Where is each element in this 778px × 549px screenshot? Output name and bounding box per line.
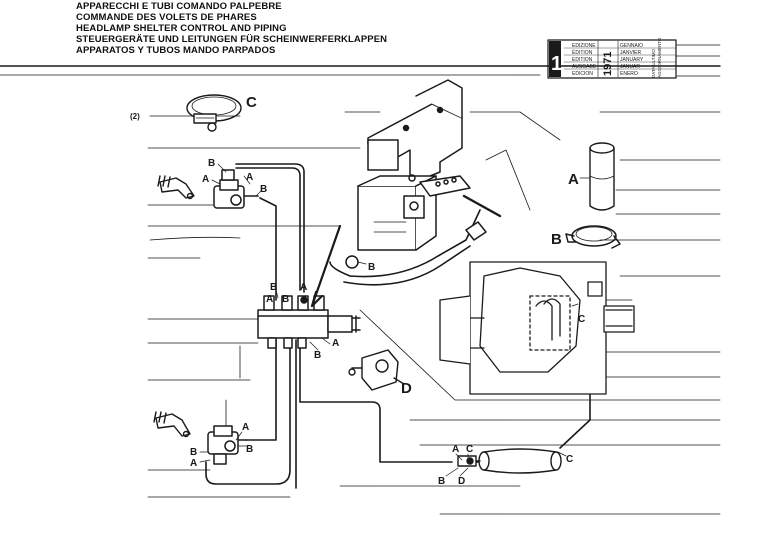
title-spanish: APPARATOS Y TUBOS MANDO PARPADOS <box>76 45 276 56</box>
body-structure-lines <box>147 111 721 515</box>
callout-res-b: B <box>438 476 445 487</box>
edition-number: 1 <box>551 53 562 75</box>
edition-text: 1 EDIZIONE ÉDITION EDITION AUSGABE EDICI… <box>551 37 662 78</box>
top-lever <box>157 175 195 200</box>
vacuum-control-unit <box>345 79 502 269</box>
svg-text:JANUAR: JANUAR <box>620 64 640 70</box>
callout-bottom-b: B <box>190 447 197 458</box>
svg-text:AUSGABE: AUSGABE <box>572 64 597 70</box>
callout-valve-b3: B <box>314 350 321 361</box>
svg-text:JANUARY: JANUARY <box>620 57 644 63</box>
callout-top-b: B <box>208 158 215 169</box>
svg-text:ENERO: ENERO <box>620 71 638 77</box>
detail-d-valve <box>348 349 405 391</box>
valve-pointer-arrow <box>310 224 342 308</box>
callout-valve-b: B <box>270 282 277 293</box>
detail-a-hose-sleeve <box>579 142 615 211</box>
callout-valve-a2: A <box>300 282 307 293</box>
callout-top-a2: A <box>246 172 253 183</box>
callout-res-c2: C <box>566 454 573 465</box>
label-detail-b: B <box>551 231 562 248</box>
clamp-detail-c <box>186 94 242 132</box>
callout-top-a: A <box>202 174 209 185</box>
label-detail-d: D <box>401 380 412 397</box>
title-german: STEUERGERÄTE UND LEITUNGEN FÜR SCHEINWER… <box>76 34 388 45</box>
callout-res-d: D <box>458 476 465 487</box>
callout-valve-b2: B <box>282 294 289 305</box>
callout-tank-c: C <box>578 314 585 325</box>
callout-labels: (2) C A B D B A A B B A B A B A B C A B … <box>130 94 585 487</box>
callout-bottom-a2: A <box>190 458 197 469</box>
svg-text:EDICION: EDICION <box>572 71 593 77</box>
edition-box <box>547 39 721 79</box>
svg-text:AGGIORNAMENTO: AGGIORNAMENTO <box>657 37 662 78</box>
title-french: COMMANDE DES VOLETS DE PHARES <box>76 12 257 23</box>
title-italian: APPARECCHI E TUBI COMANDO PALPEBRE <box>76 1 282 12</box>
callout-bottom-b2: B <box>246 444 253 455</box>
svg-text:DATA ULTIMO: DATA ULTIMO <box>651 48 656 78</box>
callout-bottom-a: A <box>242 422 249 433</box>
label-clamp-c: C <box>246 94 257 111</box>
top-actuator <box>213 169 259 209</box>
reservoir <box>457 448 562 474</box>
title-english: HEADLAMP SHELTER CONTROL AND PIPING <box>76 23 287 34</box>
engine-tank-area <box>439 261 635 395</box>
callout-valve-a3: A <box>332 338 339 349</box>
svg-text:ÉDITION: ÉDITION <box>572 49 593 56</box>
callout-res-a: A <box>452 444 459 455</box>
detail-b-spring-clip <box>565 225 621 249</box>
callout-top-b2: B <box>260 184 267 195</box>
svg-text:JANVIER: JANVIER <box>620 50 642 56</box>
callout-valve-a: A <box>266 294 273 305</box>
svg-text:EDITION: EDITION <box>572 57 593 63</box>
edition-year: 1971 <box>602 52 614 76</box>
callout-leaders <box>199 163 579 477</box>
valve-block <box>257 295 361 349</box>
ref-note: (2) <box>130 112 140 121</box>
bottom-actuator <box>207 425 247 465</box>
svg-text:EDIZIONE: EDIZIONE <box>572 43 596 49</box>
callout-res-c: C <box>466 444 473 455</box>
callout-unit-b: B <box>368 262 375 273</box>
bottom-lever <box>153 411 191 438</box>
svg-text:GENNAIO: GENNAIO <box>620 43 643 49</box>
label-detail-a: A <box>568 171 579 188</box>
